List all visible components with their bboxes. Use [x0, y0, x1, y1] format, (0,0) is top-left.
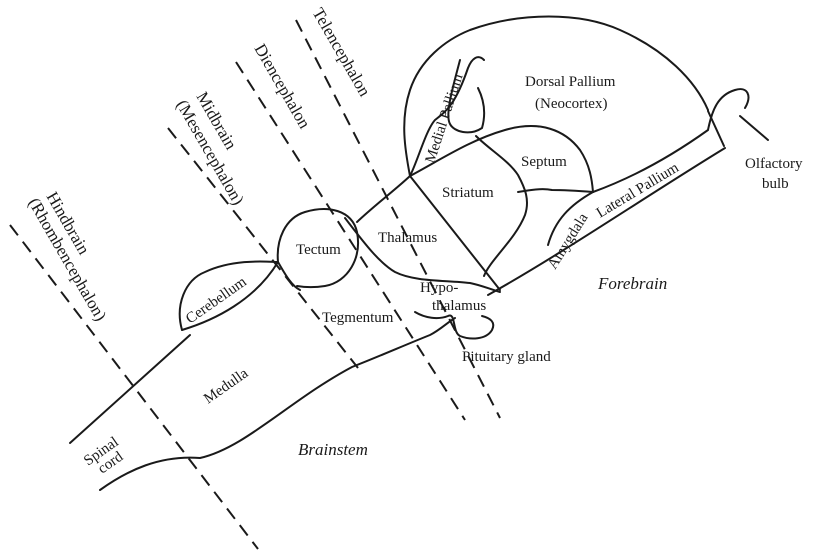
thalamus-label: Thalamus	[378, 230, 437, 246]
septum-striatum-boundary	[518, 189, 593, 192]
division-labels: Telencephalon Diencephalon Midbrain (Mes…	[25, 5, 375, 325]
brainstem-upper-edge	[70, 335, 190, 443]
medulla-label: Medulla	[201, 365, 251, 407]
bulb-label: bulb	[762, 176, 789, 192]
neocortex-label: (Neocortex)	[535, 96, 607, 112]
lateral-pallium-divider	[708, 111, 724, 146]
brainstem-lower-edge	[100, 318, 455, 490]
olfactory-stalk	[740, 116, 768, 140]
thalamus-upper-edge	[357, 176, 410, 222]
tegmentum-label: Tegmentum	[322, 310, 394, 326]
dorsal-pallium-label: Dorsal Pallium	[525, 74, 616, 90]
striatum-outline	[476, 136, 527, 276]
diencephalon-label: Diencephalon	[251, 41, 315, 133]
striatum-label: Striatum	[442, 185, 494, 201]
telencephalon-label: Telencephalon	[309, 5, 375, 101]
hypothalamus-label-2: thalamus	[432, 298, 486, 314]
brain-outline	[70, 17, 768, 491]
pituitary-gland-outline	[415, 312, 493, 338]
lateral-pallium-label: Lateral Pallium	[594, 160, 682, 222]
medial-pallium-label: Medial Pallium	[423, 72, 467, 166]
tectum-label: Tectum	[296, 242, 341, 258]
forebrain-label: Forebrain	[597, 274, 667, 293]
pituitary-gland-label: Pituitary gland	[462, 349, 551, 365]
lateral-pallium-lower-edge	[488, 148, 725, 295]
cerebellum-label: Cerebellum	[183, 274, 250, 327]
amygdala-label: Amygdala	[545, 210, 592, 272]
brainstem-label: Brainstem	[298, 440, 368, 459]
hypothalamus-label-1: Hypo-	[420, 280, 458, 296]
olfactory-label: Olfactory	[745, 156, 803, 172]
septum-label: Septum	[521, 154, 567, 170]
